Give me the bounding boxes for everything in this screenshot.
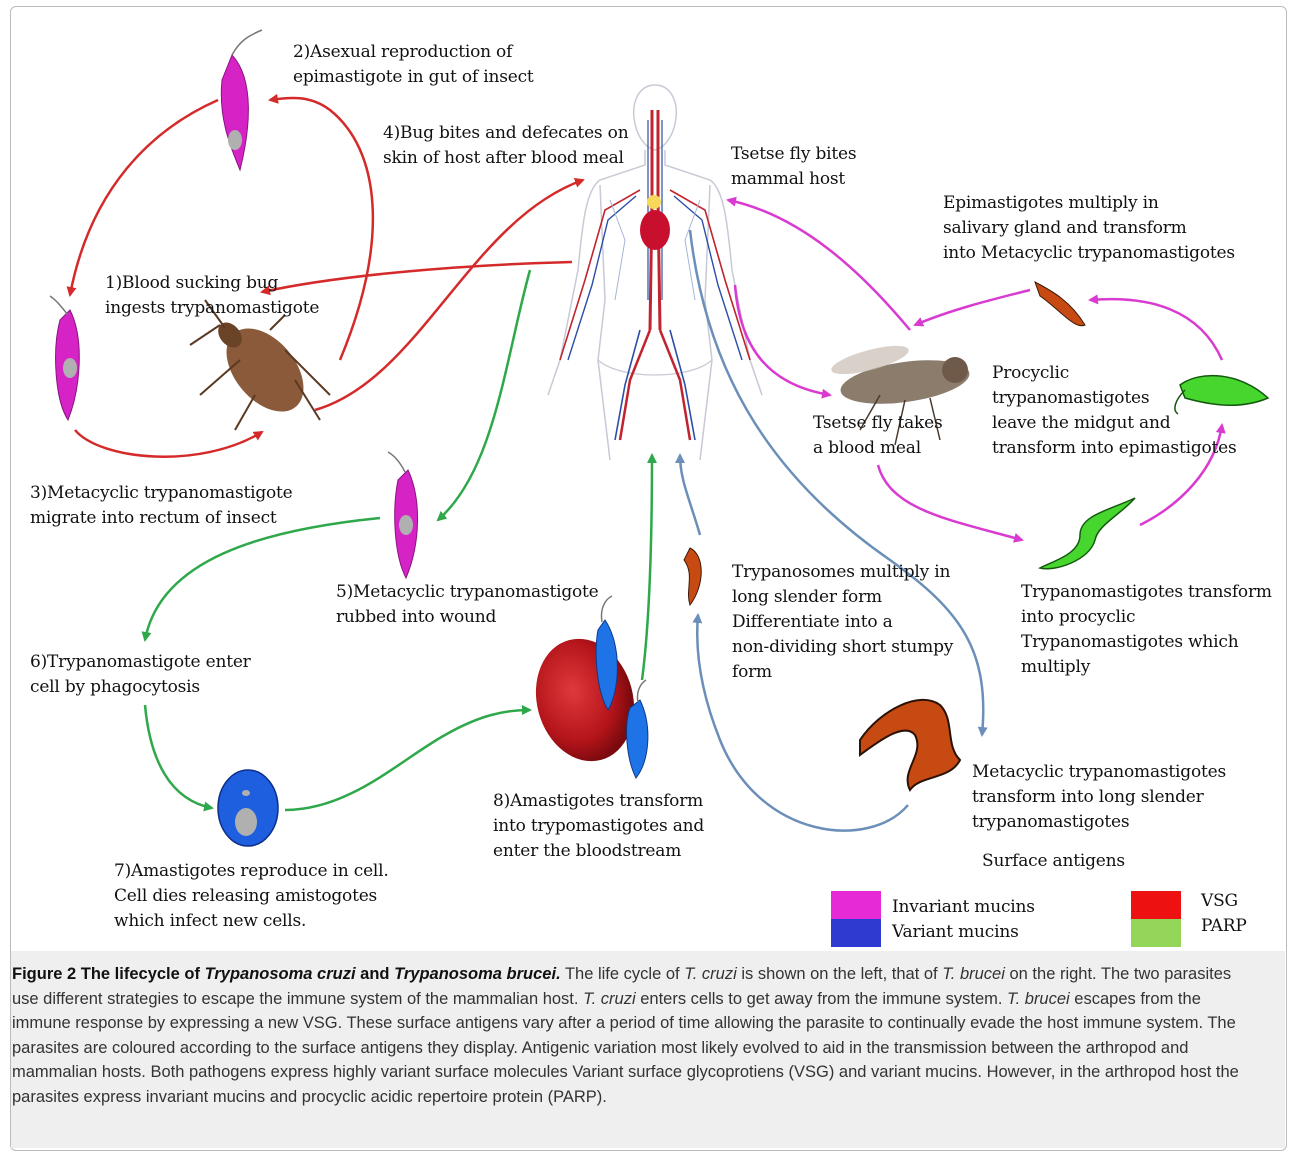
arrow-epimastigote-to-rectum: [70, 100, 218, 295]
label-tsetse-meal: Tsetse fly takes a blood meal: [813, 411, 943, 461]
legend-title: Surface antigens: [982, 849, 1125, 874]
metacyclic-wound-parasite: [388, 452, 418, 578]
legend-swatch-parp: [1131, 919, 1181, 947]
label-step8: 8)Amastigotes transform into trypomastig…: [493, 789, 704, 864]
procyclic-green-parasite: [1040, 498, 1135, 569]
label-step5: 5)Metacyclic trypanomastigote rubbed int…: [336, 580, 599, 630]
large-orange-parasite: [860, 700, 960, 790]
arrow-rectum-to-bug: [75, 430, 262, 457]
slender-orange-parasite: [684, 548, 701, 605]
epimastigote-gut-parasite: [221, 30, 262, 170]
arrow-fly-bites-host: [728, 200, 910, 330]
arrow-metacyclic-to-fly: [915, 290, 1030, 325]
label-step7: 7)Amastigotes reproduce in cell. Cell di…: [114, 859, 389, 934]
label-metacyclic-transform: Metacyclic trypanomastigotes transform i…: [972, 760, 1226, 835]
label-step3: 3)Metacyclic trypanomastigote migrate in…: [30, 481, 293, 531]
arrow-multiply-to-host: [680, 455, 700, 535]
figure-caption: Figure 2 The lifecycle of Trypanosoma cr…: [12, 962, 1262, 1109]
label-procyclic-leave: Procyclic trypanomastigotes leave the mi…: [992, 361, 1237, 461]
caption-tcruzi-2: T. cruzi: [583, 990, 636, 1008]
caption-text-2: is shown on the left, that of: [737, 965, 942, 983]
caption-lead: Figure 2 The lifecycle of: [12, 965, 205, 983]
label-step6: 6)Trypanomastigote enter cell by phagocy…: [30, 650, 251, 700]
label-trypanosomes-multiply: Trypanosomes multiply in long slender fo…: [732, 560, 953, 685]
caption-text-4: enters cells to get away from the immune…: [636, 990, 1007, 1008]
arrow-host-to-wound: [438, 270, 530, 520]
caption-tcruzi-1: T. cruzi: [684, 965, 737, 983]
arrow-phagocytosis-to-cell: [145, 705, 212, 808]
caption-species-2: Trypanosoma brucei.: [394, 965, 561, 983]
legend-label-parp: PARP: [1201, 914, 1247, 939]
label-step4: 4)Bug bites and defecates on skin of hos…: [383, 121, 628, 171]
caption-and: and: [356, 965, 395, 983]
caption-tbrucei-2: T. brucei: [1007, 990, 1070, 1008]
arrow-bug-bites-host: [315, 180, 583, 410]
label-trypo-transform: Trypanomastigotes transform into procycl…: [1021, 580, 1272, 680]
metacyclic-orange-parasite: [1035, 282, 1085, 326]
label-epimastigotes-multiply: Epimastigotes multiply in salivary gland…: [943, 191, 1235, 266]
legend-swatch-variant-mucins: [831, 919, 881, 947]
arrow-rbc-to-host: [642, 455, 652, 680]
label-step2: 2)Asexual reproduction of epimastigote i…: [293, 40, 534, 90]
caption-text-1: The life cycle of: [561, 965, 685, 983]
caption-tbrucei-1: T. brucei: [942, 965, 1005, 983]
infected-cell: [218, 770, 278, 846]
trypomastigote-bug-parasite: [50, 296, 79, 420]
legend-swatch-vsg: [1131, 891, 1181, 919]
legend-label-variant-mucins: Variant mucins: [892, 920, 1019, 945]
arrow-host-to-fly: [735, 285, 830, 395]
legend-label-vsg: VSG: [1201, 889, 1238, 914]
legend-swatch-invariant-mucins: [831, 891, 881, 919]
label-step1: 1)Blood sucking bug ingests trypanomasti…: [105, 271, 319, 321]
legend-label-invariant-mucins: Invariant mucins: [892, 895, 1035, 920]
arrow-fly-to-procyclic: [878, 465, 1022, 540]
arrow-epimastigote-to-metacyclic: [1090, 299, 1222, 360]
label-tsetse-bites: Tsetse fly bites mammal host: [731, 142, 856, 192]
caption-species-1: Trypanosoma cruzi: [205, 965, 356, 983]
